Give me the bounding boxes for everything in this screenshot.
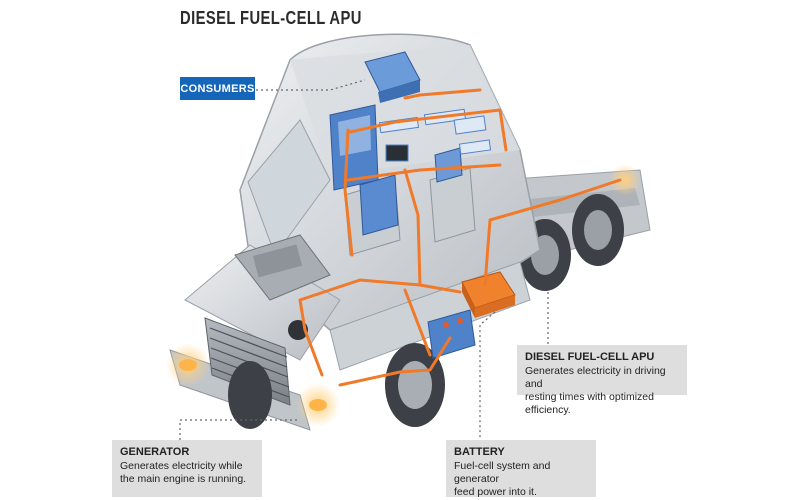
apu-unit (461, 271, 516, 318)
battery-unit (427, 309, 476, 359)
battery-callout: BATTERY Fuel-cell system and generator f… (446, 440, 596, 498)
apu-callout: DIESEL FUEL-CELL APU Generates electrici… (517, 345, 687, 416)
generator-callout: GENERATOR Generates electricity while th… (112, 440, 262, 497)
callout-leaders (179, 79, 549, 440)
diagram-title: DIESEL FUEL-CELL APU (180, 8, 362, 28)
consumers-label: CONSUMERS (180, 77, 255, 100)
battery-callout-line1: Fuel-cell system and generator (454, 460, 551, 485)
battery-callout-line2: feed power into it. (454, 486, 537, 498)
apu-callout-heading: DIESEL FUEL-CELL APU (525, 351, 655, 363)
generator-callout-line2: the main engine is running. (120, 473, 247, 485)
generator-callout-heading: GENERATOR (120, 446, 190, 458)
generator-callout-line1: Generates electricity while (120, 460, 243, 472)
apu-callout-line1: Generates electricity in driving and (525, 365, 666, 390)
power-wiring (298, 88, 622, 387)
battery-callout-heading: BATTERY (454, 446, 505, 458)
headlights (166, 164, 641, 427)
apu-callout-line2: resting times with optimized efficiency. (525, 391, 654, 416)
cab-interior (329, 51, 492, 256)
